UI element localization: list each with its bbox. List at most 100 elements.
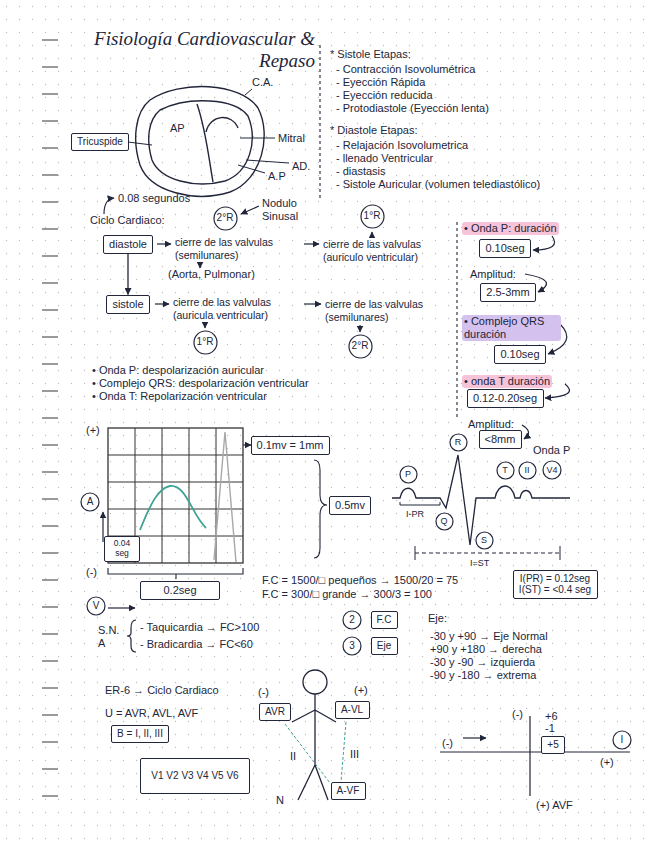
- node-text: R: [455, 437, 462, 447]
- circle-shape: [543, 461, 561, 479]
- circled-mark: S: [475, 531, 494, 550]
- node-text: 0.12-0.20seg: [473, 392, 537, 405]
- note-text: • Onda P: duración: [462, 222, 559, 235]
- stick-figure: [285, 670, 346, 800]
- heart-illustration: [128, 87, 289, 197]
- arrow: [243, 444, 251, 445]
- note-text: - Sistole Auricular (volumen telediastól…: [336, 178, 540, 191]
- figure-head: [303, 670, 327, 694]
- boxed-note: 0.5mv: [329, 496, 371, 515]
- node-text: diastole: [109, 238, 147, 251]
- node-text: 2: [349, 614, 355, 626]
- arrow: [199, 262, 200, 268]
- note-text: (+): [600, 756, 614, 769]
- grid-frame: [108, 428, 243, 563]
- boxed-note: +5: [541, 736, 565, 754]
- grid-lines: [108, 428, 243, 563]
- note-text: - Eyección Rápida: [336, 76, 425, 89]
- note-text: • Onda T: Repolarización ventricular: [92, 390, 267, 403]
- node-text: 3: [349, 640, 355, 652]
- arrow: [104, 198, 114, 214]
- circle-shape: [613, 731, 631, 749]
- note-text: - Protodiastole (Eyección lenta): [336, 102, 489, 115]
- node-text: AVR: [265, 706, 285, 718]
- boxed-note: 0.1mv = 1mm: [251, 436, 330, 455]
- note-text: AD.: [292, 160, 310, 173]
- circle-shape: [400, 466, 417, 483]
- circled-mark: Q: [435, 512, 454, 531]
- arrow: [155, 303, 169, 304]
- node-text: A-VF: [337, 785, 360, 797]
- circle-shape: [497, 462, 514, 479]
- note-text: * Sistole Etapas:: [330, 48, 411, 61]
- spike: [214, 432, 236, 562]
- node-text: A-VL: [341, 704, 363, 716]
- note-text: (-): [258, 686, 269, 699]
- circled-mark: T: [496, 461, 515, 480]
- note-text: -30 y +90 → Eje Normal: [430, 630, 548, 643]
- arrow: [204, 323, 205, 328]
- node-text: 0.1mv = 1mm: [257, 439, 324, 452]
- arrow: [359, 325, 360, 332]
- note-text: (-): [442, 737, 453, 750]
- axis-cross: [440, 716, 630, 796]
- pr-bracket: [400, 502, 440, 505]
- node-text: V: [93, 600, 100, 612]
- note-text: F.C = 1500/□ pequeños → 1500/20 = 75: [262, 574, 458, 587]
- heart-outline: [136, 87, 264, 197]
- node-text: 0.5mv: [335, 499, 365, 512]
- wave-curve: [140, 486, 206, 530]
- note-text: • onda T duración: [462, 375, 552, 388]
- note-text: (-): [512, 708, 523, 721]
- ecg-grid: [108, 428, 327, 579]
- note-text: - Relajación Isovolumetrica: [336, 139, 468, 152]
- circle-shape: [450, 434, 467, 451]
- note-text: Ciclo Cardiaco:: [90, 214, 165, 227]
- circle-shape: [343, 611, 361, 629]
- circled-mark: 3: [342, 636, 362, 656]
- boxed-note: sistole: [106, 295, 150, 314]
- figure-body: [292, 694, 336, 800]
- axis-lines: [440, 716, 630, 796]
- boxed-note: diastole: [103, 235, 153, 254]
- node-text: T: [502, 465, 508, 475]
- node-text: 2.5-3mm: [486, 286, 529, 299]
- boxed-note: A-VF: [331, 782, 366, 800]
- arrow: [463, 737, 486, 738]
- amplitude-bracket: [314, 460, 327, 558]
- note-text: +6: [545, 710, 558, 723]
- node-text: 0.2seg: [163, 584, 196, 597]
- circled-mark: A: [80, 492, 100, 512]
- node-text: B = I, II, III: [117, 728, 163, 740]
- note-text: Amplitud:: [470, 268, 516, 281]
- note-text: (Aorta, Pulmonar): [168, 268, 255, 281]
- circle-shape: [361, 205, 384, 228]
- note-text: • Complejo QRS: despolarización ventricu…: [92, 377, 309, 390]
- time-bracket: [108, 568, 243, 579]
- circled-mark: 1°R: [193, 330, 218, 355]
- boxed-note: <8mm: [479, 430, 522, 449]
- boxed-note: A-VL: [335, 701, 370, 719]
- note-text: - Bradicardia → FC<60: [140, 638, 253, 651]
- note-text: Mitral: [278, 132, 305, 145]
- node-text: 0.10seg: [500, 348, 539, 361]
- flow-arrows: [103, 198, 570, 738]
- note-text: - diastasis: [336, 165, 386, 178]
- circle-shape: [87, 597, 105, 615]
- node-text: 2°R: [352, 340, 369, 352]
- note-text: C.A.: [252, 76, 273, 89]
- note-text: cierre de las valvulas (semilunares): [325, 298, 453, 324]
- node-text: <8mm: [485, 433, 516, 446]
- note-text: N: [276, 794, 284, 807]
- circle-shape: [81, 493, 99, 511]
- note-text: cierre de las valvulas (auricula ventric…: [173, 296, 301, 322]
- note-text: U = AVR, AVL, AVF: [105, 707, 198, 720]
- node-text: S: [481, 535, 487, 545]
- boxed-note: Eje: [371, 637, 398, 655]
- circled-mark: P: [399, 465, 418, 484]
- node-text: II: [524, 465, 529, 475]
- node-text: Eje: [377, 640, 391, 652]
- arrow: [533, 236, 555, 250]
- node-text: V1 V2 V3 V4 V5 V6: [151, 770, 238, 782]
